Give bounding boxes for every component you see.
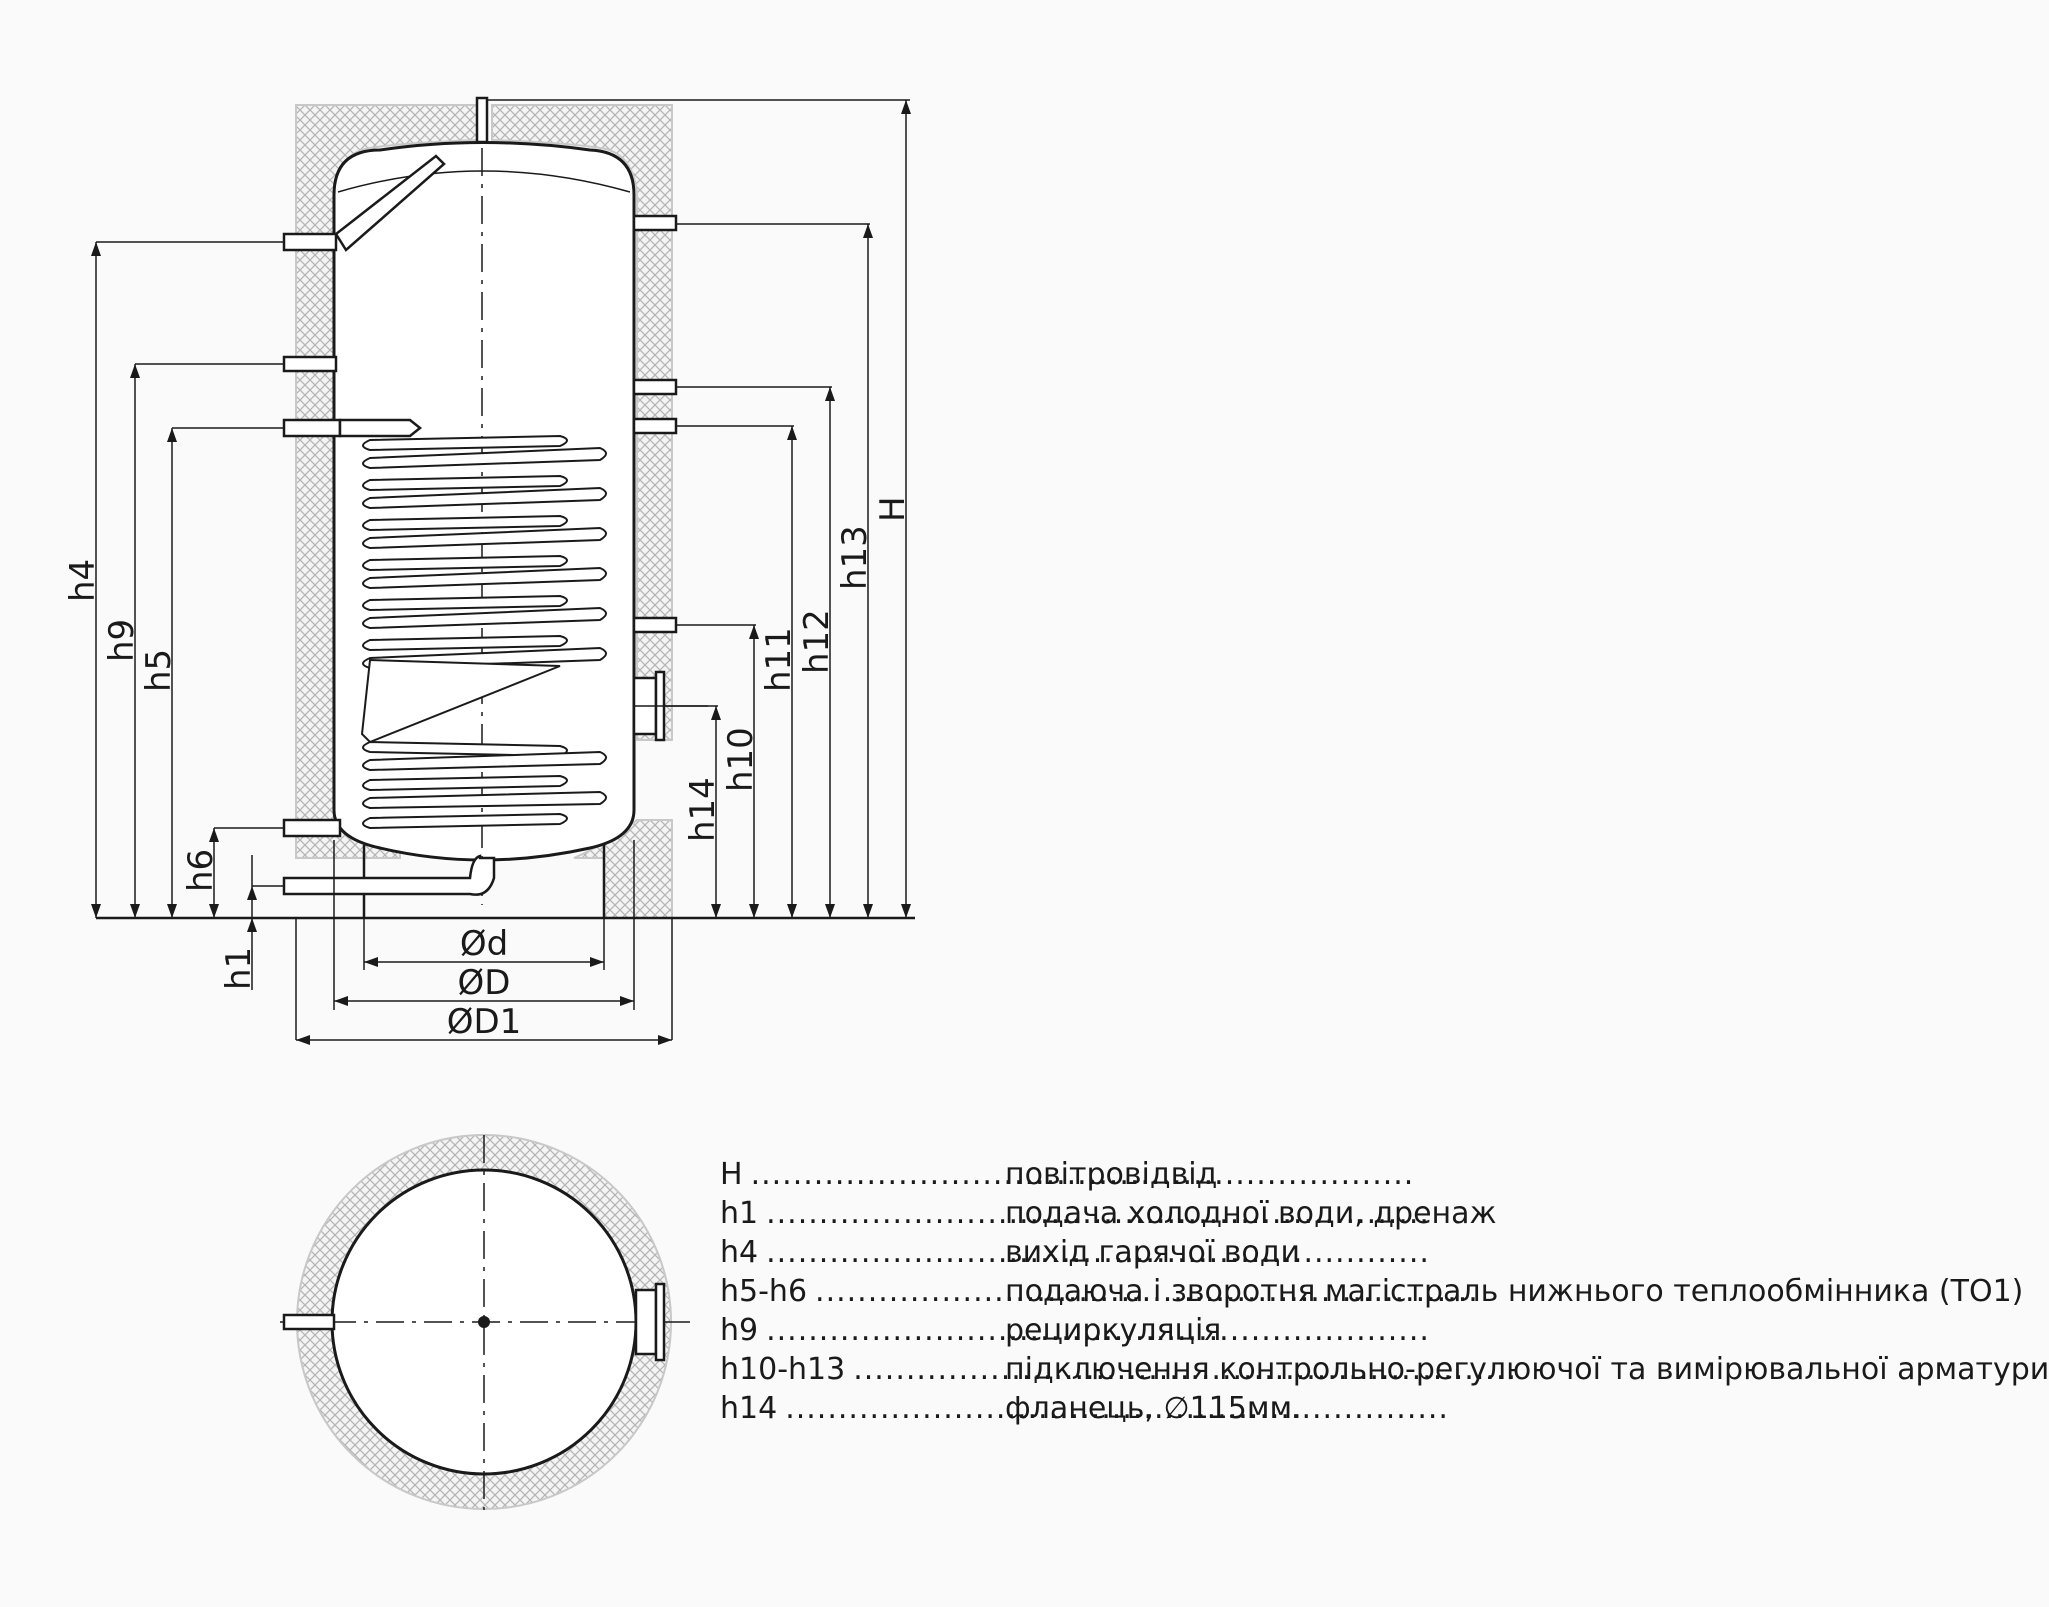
legend-description: подача холодної води, дренаж	[1005, 1196, 1497, 1231]
dim-label-h9: h9	[102, 619, 142, 662]
legend-code: h14	[720, 1391, 778, 1426]
dim-label-D1: ØD1	[447, 1002, 522, 1042]
legend-code-cell: h4	[720, 1233, 983, 1272]
dim-label-H: H	[873, 496, 913, 522]
legend-code: h9	[720, 1313, 759, 1348]
legend-code: h5-h6	[720, 1274, 808, 1309]
legend-description: рециркуляція	[1005, 1313, 1222, 1348]
legend-description: фланець, ∅115мм.	[1005, 1391, 1302, 1426]
legend-code-cell: h10-h13	[720, 1350, 983, 1389]
legend-row: h5-h6 подаюча і зворотня магістраль нижнь…	[720, 1272, 2049, 1311]
dim-label-D: ØD	[458, 963, 511, 1003]
right-nozzles	[632, 214, 708, 742]
legend-row: h1 подача холодної води, дренаж	[720, 1194, 2049, 1233]
top-view	[280, 1134, 690, 1510]
legend-description: підключення контрольно-регулюючої та вим…	[1005, 1352, 2049, 1387]
diameter-dimension-lines	[296, 840, 672, 1041]
dim-label-h4: h4	[63, 559, 103, 602]
dim-label-d: Ød	[460, 924, 508, 964]
heat-exchanger-coil	[360, 434, 607, 830]
legend-code-cell: h9	[720, 1311, 983, 1350]
legend-description: подаюча і зворотня магістраль нижнього т…	[1005, 1274, 2024, 1309]
legend: Hповітровідвідh1подача холодної води, др…	[720, 1155, 2049, 1428]
legend-row: h4 вихід гарячої води	[720, 1233, 2049, 1272]
top-left-nozzle	[282, 1313, 336, 1331]
right-dimension-lines	[487, 99, 910, 918]
legend-code-cell: h5-h6	[720, 1272, 983, 1311]
legend-row: h14 фланець, ∅115мм.	[720, 1389, 2049, 1428]
legend-code-cell: H	[720, 1155, 983, 1194]
left-dimension-lines	[95, 241, 284, 990]
legend-description: повітровідвід	[1005, 1157, 1218, 1192]
side-view: h4 h9 h5 h6 h1 H h13 h12 h11 h10 h14 Ød …	[63, 96, 915, 1045]
legend-code: H	[720, 1157, 743, 1192]
dim-label-h6: h6	[181, 849, 221, 892]
dim-label-h12: h12	[797, 609, 837, 674]
dim-label-h10: h10	[721, 727, 761, 792]
air-vent-nozzle	[475, 96, 489, 144]
left-dimension-arrows	[91, 242, 257, 932]
right-dimension-arrows	[711, 100, 911, 918]
legend-code: h10-h13	[720, 1352, 846, 1387]
diameter-dimension-arrows	[296, 957, 672, 1045]
legend-description: вихід гарячої води	[1005, 1235, 1301, 1270]
legend-code: h1	[720, 1196, 759, 1231]
legend-code-cell: h1	[720, 1194, 983, 1233]
dim-label-h14: h14	[683, 777, 723, 842]
legend-code: h4	[720, 1235, 759, 1270]
tank-technical-drawing: h4 h9 h5 h6 h1 H h13 h12 h11 h10 h14 Ød …	[63, 96, 915, 1510]
legend-row: h10-h13 підключення контрольно-регулюючої…	[720, 1350, 2049, 1389]
dim-label-h13: h13	[835, 525, 875, 590]
legend-row: h9 рециркуляція	[720, 1311, 2049, 1350]
dim-label-h11: h11	[759, 627, 799, 692]
top-flange	[634, 1288, 658, 1356]
legend-row: Hповітровідвід	[720, 1155, 2049, 1194]
dim-label-h1: h1	[219, 947, 259, 990]
legend-code-cell: h14	[720, 1389, 983, 1428]
dim-label-h5: h5	[139, 649, 179, 692]
